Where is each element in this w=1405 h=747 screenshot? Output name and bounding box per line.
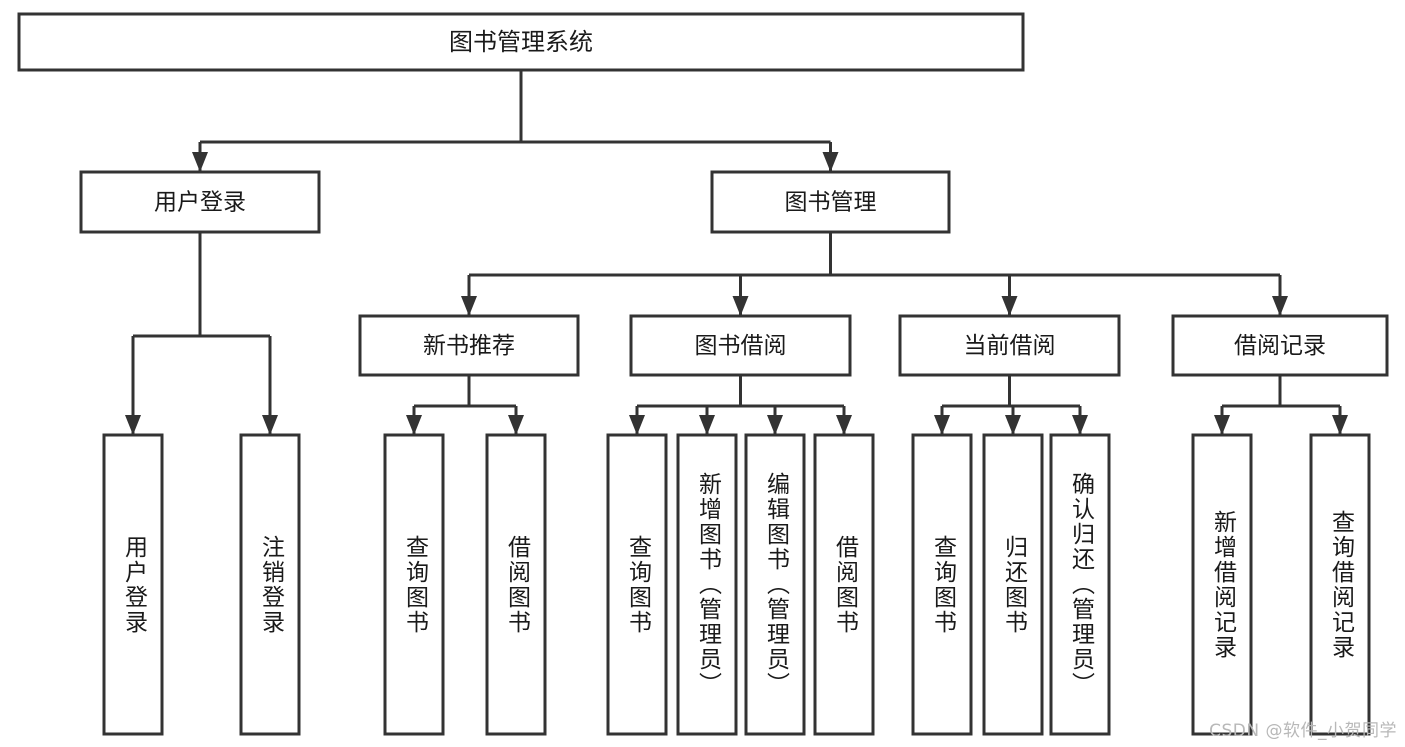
node-box-leaf-logout[interactable] <box>239 433 301 736</box>
edge-recommend-split-arrow <box>508 415 524 435</box>
node-box-borrow-record[interactable] <box>1171 314 1389 377</box>
node-box-leaf-confirm-return[interactable] <box>1049 433 1111 736</box>
node-box-leaf-user-login[interactable] <box>102 433 164 736</box>
edge-manage-split-arrow <box>461 296 477 316</box>
edge-manage-split-arrow <box>1001 296 1018 316</box>
edge-borrow-split-arrow <box>629 415 645 435</box>
node-label-new-book-recommend: 新书推荐 <box>423 333 515 359</box>
node-label-book-manage: 图书管理 <box>785 190 877 216</box>
boxes-layer <box>17 12 1389 736</box>
edge-current-split-arrow <box>934 415 950 435</box>
node-label-root: 图书管理系统 <box>449 28 593 56</box>
edge-login-split-arrow <box>262 415 278 435</box>
edge-record-split-arrow <box>1214 415 1230 435</box>
edge-current-split-arrow <box>1005 415 1021 435</box>
edge-root-split-arrow <box>822 152 839 172</box>
edge-borrow-split-arrow <box>836 415 852 435</box>
watermark-text: CSDN @软件_小贺同学 <box>1209 721 1397 741</box>
edge-manage-split-arrow <box>1272 296 1288 316</box>
node-box-leaf-add-record[interactable] <box>1191 433 1253 736</box>
node-box-leaf-return-book[interactable] <box>982 433 1044 736</box>
node-box-new-book-recommend[interactable] <box>358 314 580 377</box>
edge-recommend-split-arrow <box>406 415 422 435</box>
node-box-leaf-edit-book[interactable] <box>744 433 806 736</box>
node-box-current-borrow[interactable] <box>898 314 1121 377</box>
edges-layer <box>125 70 1348 435</box>
node-box-leaf-query-book-1[interactable] <box>383 433 445 736</box>
node-box-leaf-query-book-3[interactable] <box>911 433 973 736</box>
edge-login-split-arrow <box>125 415 141 435</box>
node-label-user-login: 用户登录 <box>154 190 246 216</box>
node-label-book-borrow: 图书借阅 <box>695 333 787 359</box>
node-box-leaf-query-book-2[interactable] <box>606 433 668 736</box>
node-label-borrow-record: 借阅记录 <box>1234 333 1326 359</box>
edge-manage-split-arrow <box>732 296 749 316</box>
node-box-user-login[interactable] <box>79 170 321 234</box>
node-label-current-borrow: 当前借阅 <box>964 333 1056 359</box>
edge-record-split-arrow <box>1332 415 1348 435</box>
edge-borrow-split-arrow <box>767 415 783 435</box>
node-box-book-manage[interactable] <box>710 170 951 234</box>
node-box-leaf-query-record[interactable] <box>1309 433 1371 736</box>
edge-current-split-arrow <box>1072 415 1088 435</box>
node-box-book-borrow[interactable] <box>629 314 852 377</box>
node-box-leaf-add-book[interactable] <box>676 433 738 736</box>
edge-borrow-split-arrow <box>699 415 715 435</box>
node-box-root <box>17 12 1025 72</box>
edge-root-split-arrow <box>192 152 208 172</box>
node-box-leaf-borrow-book-2[interactable] <box>813 433 875 736</box>
node-box-leaf-borrow-book-1[interactable] <box>485 433 547 736</box>
